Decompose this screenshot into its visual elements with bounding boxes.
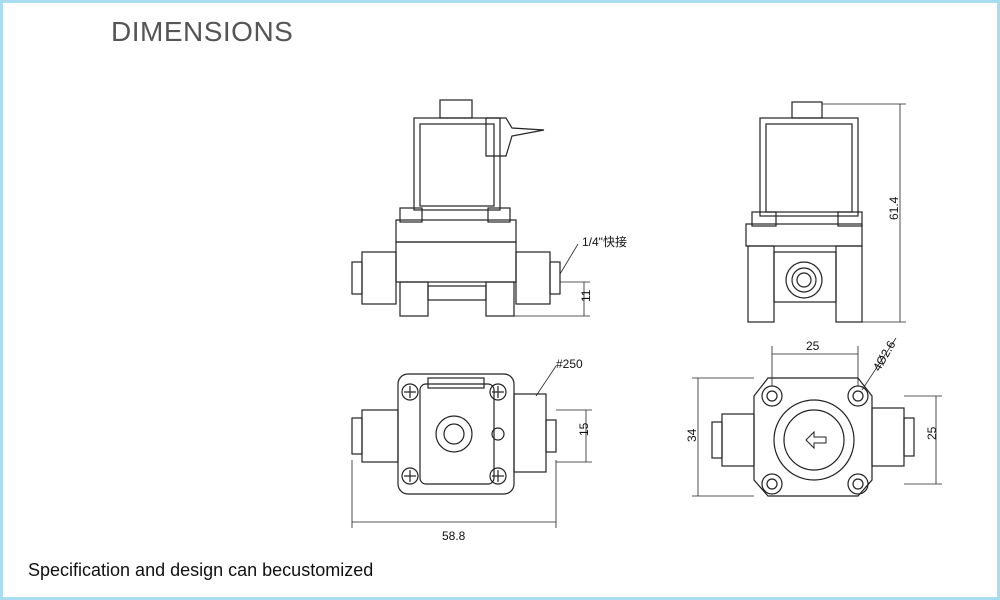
footer-note: Specification and design can becustomize… [28, 560, 374, 580]
front-view [351, 99, 590, 317]
height-34-label: 34 [685, 428, 699, 442]
top-view [351, 365, 592, 528]
terminal-label: #250 [556, 357, 583, 371]
height-25-label: 25 [925, 426, 939, 440]
height-11-label: 11 [579, 289, 593, 302]
flow-arrow-icon [805, 430, 827, 450]
page-title: DIMENSIONS [111, 16, 294, 47]
holes-label: 4Ø2.6 [870, 338, 899, 374]
width-58-8-label: 58.8 [442, 529, 466, 543]
bottom-view [692, 337, 942, 497]
width-15-label: 15 [577, 422, 591, 436]
span-25-top-label: 25 [806, 339, 820, 353]
side-view [745, 101, 906, 323]
fitting-label: 1/4"快接 [582, 234, 627, 249]
screw-cross-icon [401, 383, 507, 485]
height-61-4-label: 61.4 [887, 196, 901, 220]
